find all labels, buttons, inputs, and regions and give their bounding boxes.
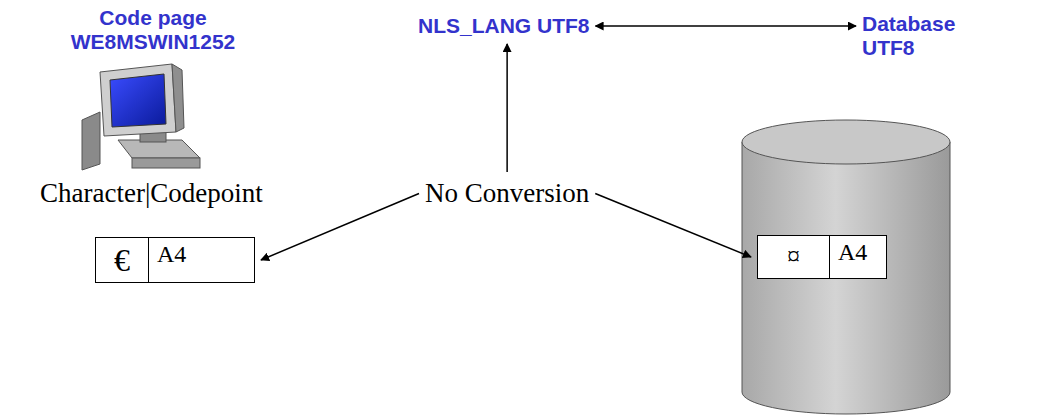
database-label: Database UTF8: [862, 12, 992, 60]
column-heading: Character|Codepoint: [40, 178, 263, 209]
character-box: €A4: [95, 237, 255, 283]
connector-arrow: [261, 194, 419, 261]
node-text: Database UTF8: [862, 12, 992, 60]
connector-arrow: [596, 25, 856, 27]
connector-arrow: [506, 44, 508, 172]
node-text: No Conversion: [425, 178, 589, 209]
codepoint-value: A4: [830, 236, 886, 268]
setting-label: NLS_LANG UTF8: [418, 14, 590, 38]
conversion-label: No Conversion: [425, 178, 589, 209]
node-text: NLS_LANG UTF8: [418, 14, 590, 38]
database-record: ¤A4: [757, 235, 887, 279]
codepoint-value: A4: [149, 238, 254, 270]
code-page-label: Code page WE8MSWIN1252: [48, 6, 258, 54]
connector-arrow: [595, 194, 751, 258]
character-glyph: €: [96, 238, 149, 282]
character-glyph: ¤: [758, 236, 830, 278]
database-cylinder: [742, 120, 950, 414]
computer-icon: [82, 64, 200, 170]
